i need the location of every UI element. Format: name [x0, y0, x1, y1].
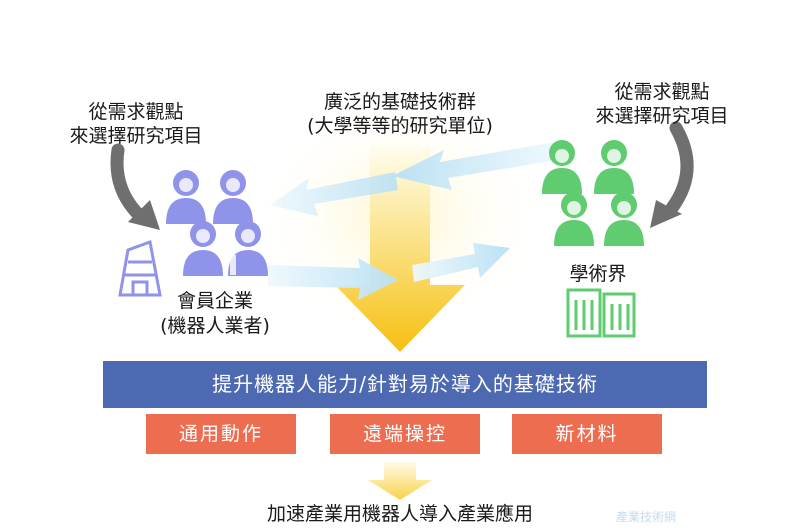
- center-down-arrow: [335, 145, 465, 352]
- center-caption: 廣泛的基礎技術群 (大學等等的研究單位): [280, 90, 520, 138]
- watermark-logo: 產業技術網: [616, 510, 677, 524]
- left-caption: 從需求觀點 來選擇研究項目: [56, 100, 216, 148]
- left-caption-line2: 來選擇研究項目: [69, 125, 203, 147]
- member-label-line2: (機器人業者): [160, 315, 270, 337]
- right-curved-arrowhead: [650, 200, 682, 228]
- academia-to-research-arrow: [392, 142, 558, 190]
- topic-general-motion: 通用動作: [146, 414, 296, 454]
- member-label-line1: 會員企業: [176, 290, 253, 312]
- right-caption: 從需求觀點 來選擇研究項目: [582, 80, 742, 128]
- research-to-academia-arrow: [412, 243, 510, 282]
- left-curved-arrow: [110, 143, 149, 225]
- bottom-caption: 加速產業用機器人導入產業應用: [266, 503, 533, 525]
- left-curved-arrowhead: [128, 200, 160, 230]
- center-caption-line2: (大學等等的研究單位): [307, 115, 493, 137]
- center-caption-line1: 廣泛的基礎技術群: [323, 91, 476, 113]
- right-caption-line1: 從需求觀點: [614, 81, 710, 103]
- right-curved-arrow: [665, 121, 694, 215]
- left-caption-line1: 從需求觀點: [88, 101, 184, 123]
- topic-remote-control: 遠端操控: [330, 414, 480, 454]
- bottom-down-arrow: [368, 462, 432, 500]
- right-caption-line2: 來選擇研究項目: [595, 105, 729, 127]
- university-building-icon: [566, 288, 636, 338]
- main-technology-band: 提升機器人能力/針對易於導入的基礎技術: [103, 361, 707, 408]
- company-building-icon: [118, 239, 162, 297]
- topic-new-materials: 新材料: [512, 414, 662, 454]
- research-to-members-arrow: [270, 172, 398, 216]
- member-label: 會員企業 (機器人業者): [130, 289, 300, 339]
- member-people-icon: [166, 170, 268, 276]
- academia-label: 學術界: [569, 263, 627, 285]
- members-to-research-arrow: [268, 258, 398, 300]
